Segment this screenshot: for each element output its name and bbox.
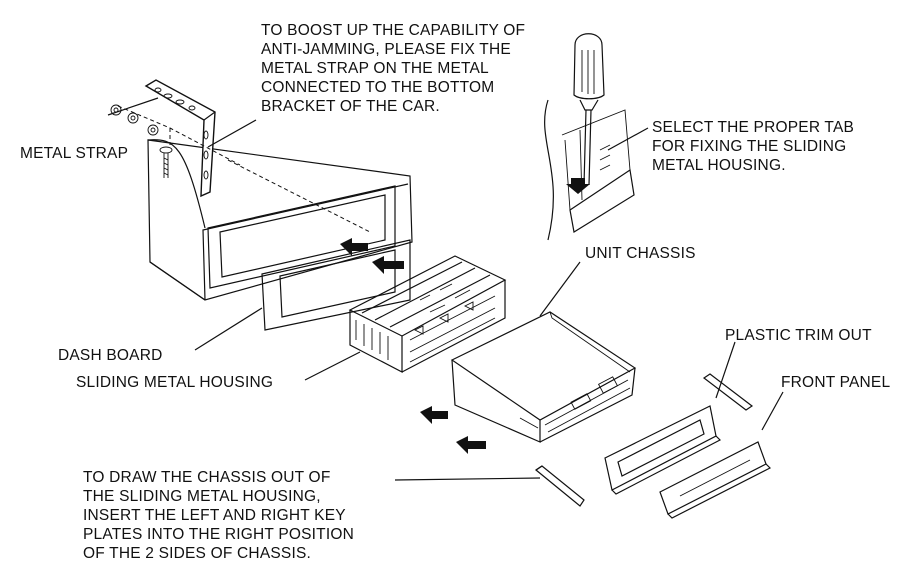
select-tab-note: SELECT THE PROPER TAB FOR FIXING THE SLI…	[652, 119, 859, 174]
metal-strap-label: METAL STRAP	[20, 145, 128, 162]
front-panel-label: FRONT PANEL	[781, 374, 890, 391]
unit-chassis-label: UNIT CHASSIS	[585, 245, 696, 262]
leader-lines	[107, 97, 784, 481]
arrow-1-icon	[340, 238, 368, 256]
key-plates-drawing	[534, 373, 754, 507]
arrow-3-icon	[420, 406, 448, 424]
insertion-arrows	[340, 178, 590, 454]
dash-board-drawing	[147, 139, 413, 331]
sliding-metal-housing-drawing	[348, 255, 507, 373]
sliding-metal-housing-label: SLIDING METAL HOUSING	[76, 374, 273, 391]
dash-board-label: DASH BOARD	[58, 347, 163, 364]
plastic-trim-out-label: PLASTIC TRIM OUT	[725, 327, 872, 344]
draw-chassis-note: TO DRAW THE CHASSIS OUT OF THE SLIDING M…	[83, 469, 359, 562]
front-panel-drawing	[659, 441, 772, 519]
arrow-5-icon	[566, 178, 590, 194]
unit-chassis-drawing	[450, 311, 637, 443]
arrow-2-icon	[372, 256, 404, 274]
screwdriver-inset-drawing	[544, 33, 635, 241]
plastic-trim-drawing	[604, 405, 722, 495]
anti-jamming-note: TO BOOST UP THE CAPABILITY OF ANTI-JAMMI…	[261, 22, 530, 115]
metal-strap-drawing	[110, 79, 371, 233]
arrow-4-icon	[456, 436, 486, 454]
